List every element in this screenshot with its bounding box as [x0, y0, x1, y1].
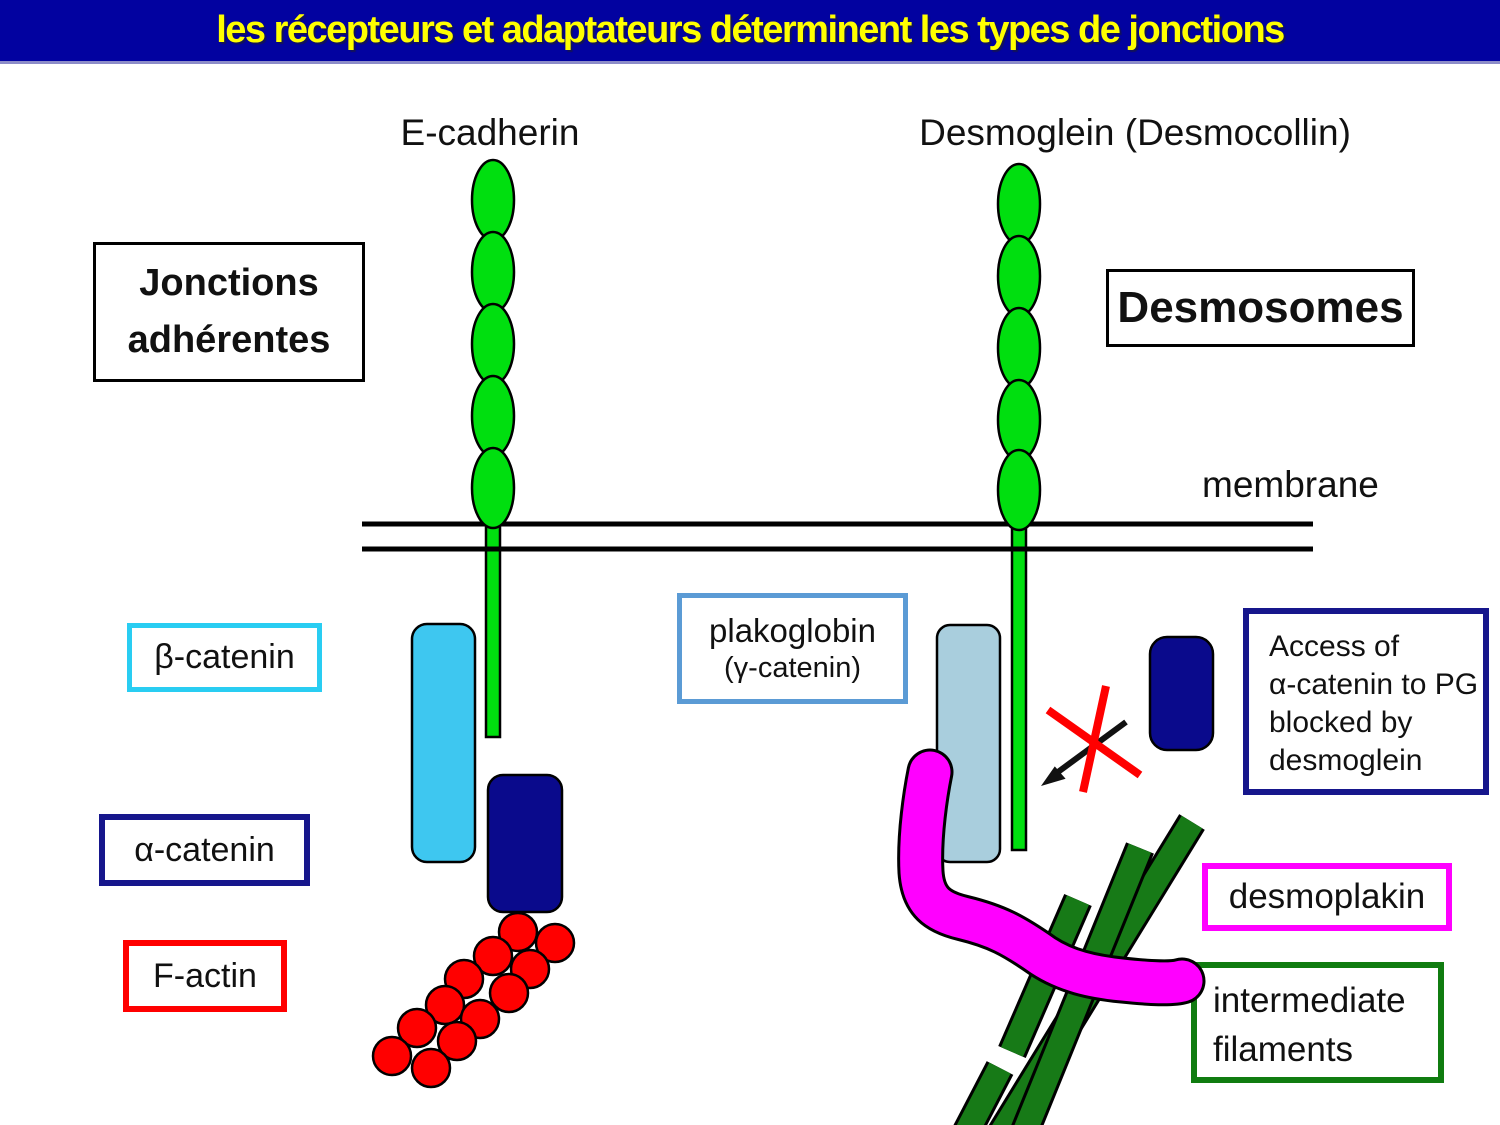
- desmoglein-label: Desmoglein (Desmocollin): [919, 112, 1351, 153]
- e-cadherin-label: E-cadherin: [400, 112, 580, 153]
- alpha-catenin-shape: [486, 773, 564, 914]
- desmoplakin-box: desmoplakin: [1202, 863, 1452, 931]
- intermediate-filament-bars: [953, 814, 1205, 1125]
- plakoglobin-box: plakoglobin (γ-catenin): [677, 593, 908, 704]
- beta-catenin-box: β-catenin: [127, 623, 322, 692]
- plakoglobin-line1: plakoglobin: [709, 612, 876, 650]
- access-note-box: Access of α-catenin to PG blocked by des…: [1243, 608, 1489, 795]
- plakoglobin-line2: (γ-catenin): [724, 651, 861, 684]
- desmoglein-stalk: [1010, 498, 1028, 852]
- blocked-access-arrow: [1041, 719, 1128, 786]
- desmosomes-box: Desmosomes: [1106, 269, 1415, 347]
- desmoglein-domain-ovals: [996, 162, 1042, 532]
- slide-title: les récepteurs et adaptateurs déterminen…: [216, 9, 1285, 51]
- title-banner: les récepteurs et adaptateurs déterminen…: [0, 0, 1500, 64]
- intermediate-filaments-box: intermediate filaments: [1191, 962, 1444, 1083]
- f-actin-box: F-actin: [123, 940, 287, 1012]
- jonctions-adherentes-box: Jonctions adhérentes: [93, 242, 365, 382]
- beta-catenin-shape: [410, 622, 477, 864]
- membrane-label: membrane: [1202, 464, 1379, 505]
- alpha-catenin-box: α-catenin: [99, 814, 310, 886]
- desmoplakin-shape: [897, 748, 1206, 1007]
- f-actin-filament: [371, 911, 576, 1089]
- red-x-icon: [1045, 685, 1143, 793]
- alpha-catenin-blocked-shape: [1148, 635, 1215, 752]
- e-cadherin-stalk: [484, 498, 502, 739]
- e-cadherin-domain-ovals: [470, 158, 516, 530]
- plakoglobin-shape: [935, 623, 1002, 864]
- membrane-lines: [362, 521, 1313, 552]
